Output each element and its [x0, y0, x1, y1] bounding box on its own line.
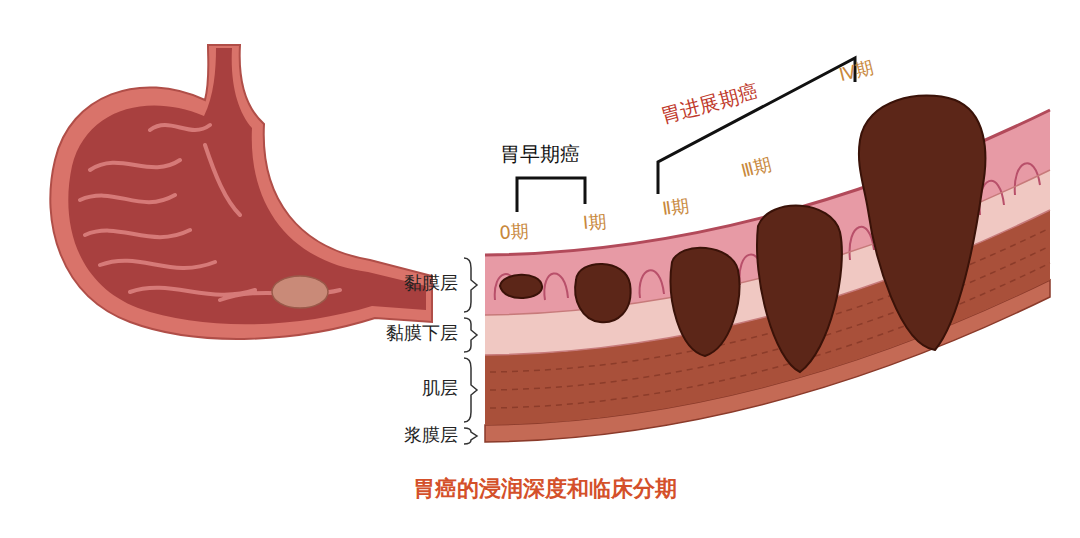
bracket: [658, 58, 855, 194]
layer-brace: [464, 258, 477, 444]
bracket: [517, 178, 585, 212]
layer-label: 黏膜层: [404, 272, 458, 294]
stage-label: Ⅱ期: [661, 194, 691, 219]
stage-label: Ⅳ期: [837, 56, 876, 85]
stage-label: 0期: [499, 220, 530, 243]
group-label: 胃早期癌: [500, 142, 580, 166]
tumor: [500, 96, 985, 372]
group-label: 胃进展期癌: [658, 79, 761, 128]
stomach-illustration: [50, 45, 432, 339]
stage-label: Ⅲ期: [739, 153, 774, 181]
stage-label: Ⅰ期: [582, 210, 607, 234]
layer-label: 肌层: [422, 377, 458, 399]
layer-label: 黏膜下层: [386, 322, 458, 344]
layer-label: 浆膜层: [404, 424, 458, 446]
caption: 胃癌的浸润深度和临床分期: [413, 476, 677, 502]
